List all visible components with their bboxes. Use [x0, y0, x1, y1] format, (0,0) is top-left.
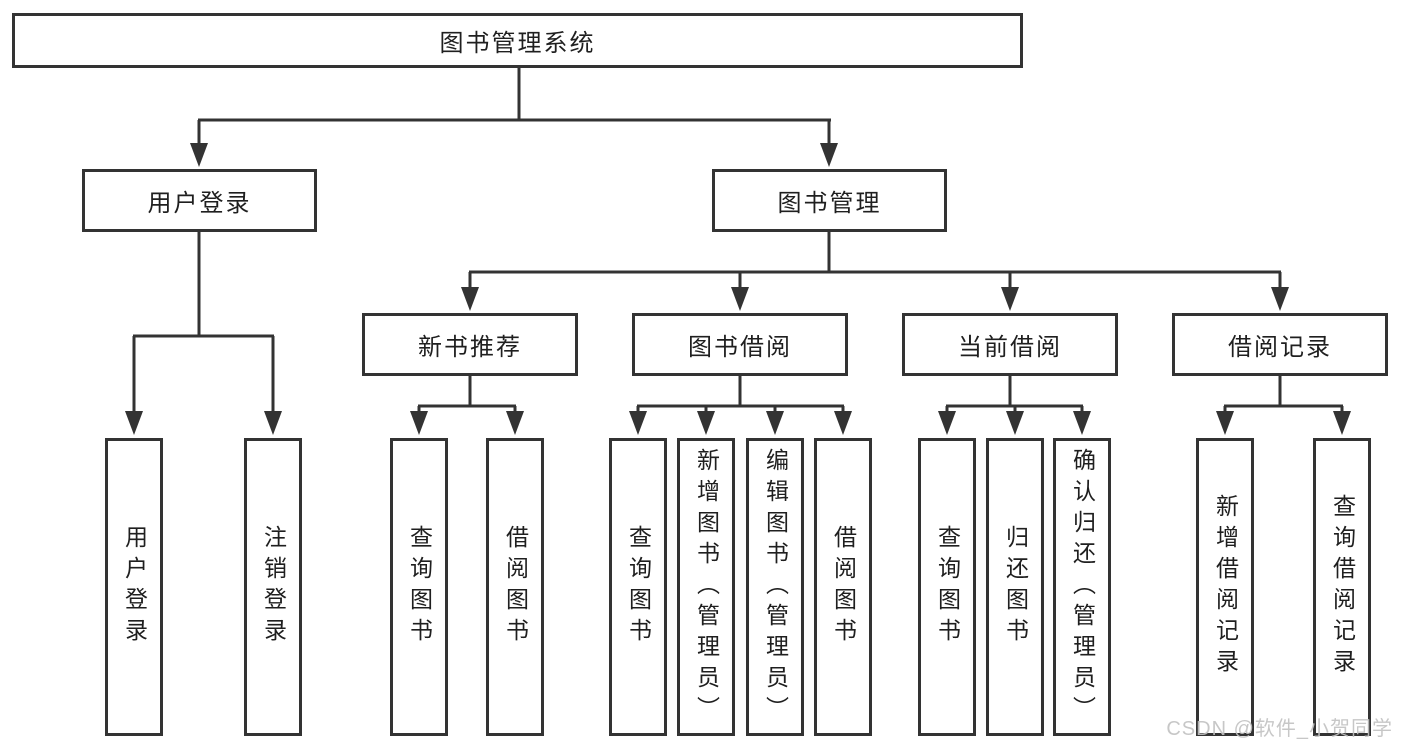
node-book-borrowing: 图书借阅: [632, 313, 848, 376]
watermark-text: CSDN @软件_小贺同学: [1166, 718, 1393, 740]
node-label: 新书推荐: [418, 334, 522, 361]
node-label: 图书借阅: [688, 334, 792, 361]
node-new-book-recommendation: 新书推荐: [362, 313, 578, 376]
node-label: 借阅图书: [502, 525, 529, 649]
node-label: 注销登录: [260, 525, 287, 649]
leaf-add-books-admin: 新增图书（管理员）: [677, 438, 735, 736]
node-label: 确认归还（管理员）: [1069, 447, 1096, 727]
node-label: 图书管理: [777, 190, 882, 217]
node-label: 图书管理系统: [439, 30, 596, 57]
node-current-borrowing: 当前借阅: [902, 313, 1118, 376]
node-label: 查询图书: [934, 525, 961, 649]
node-label: 新增借阅记录: [1212, 494, 1239, 680]
node-label: 编辑图书（管理员）: [762, 447, 789, 727]
leaf-query-books-2: 查询图书: [609, 438, 667, 736]
node-label: 查询借阅记录: [1329, 494, 1356, 680]
leaf-add-borrow-record: 新增借阅记录: [1196, 438, 1254, 736]
arrowheads: [125, 143, 1351, 435]
node-borrowing-records: 借阅记录: [1172, 313, 1388, 376]
node-label: 查询图书: [625, 525, 652, 649]
node-library-management-system: 图书管理系统: [12, 13, 1023, 68]
node-label: 查询图书: [406, 525, 433, 649]
node-label: 借阅记录: [1228, 334, 1332, 361]
node-label: 用户登录: [121, 525, 148, 649]
leaf-logout: 注销登录: [244, 438, 302, 736]
leaf-borrow-books-2: 借阅图书: [814, 438, 872, 736]
leaf-borrow-books-1: 借阅图书: [486, 438, 544, 736]
leaf-return-books: 归还图书: [986, 438, 1044, 736]
node-user-login: 用户登录: [82, 169, 317, 232]
leaf-confirm-return-admin: 确认归还（管理员）: [1053, 438, 1111, 736]
node-label: 借阅图书: [830, 525, 857, 649]
node-label: 归还图书: [1002, 525, 1029, 649]
node-label: 当前借阅: [958, 334, 1062, 361]
leaf-user-login: 用户登录: [105, 438, 163, 736]
leaf-edit-books-admin: 编辑图书（管理员）: [746, 438, 804, 736]
leaf-query-books-3: 查询图书: [918, 438, 976, 736]
leaf-query-books-1: 查询图书: [390, 438, 448, 736]
node-book-management: 图书管理: [712, 169, 947, 232]
node-label: 用户登录: [147, 190, 252, 217]
node-label: 新增图书（管理员）: [693, 447, 720, 727]
leaf-query-borrow-record: 查询借阅记录: [1313, 438, 1371, 736]
